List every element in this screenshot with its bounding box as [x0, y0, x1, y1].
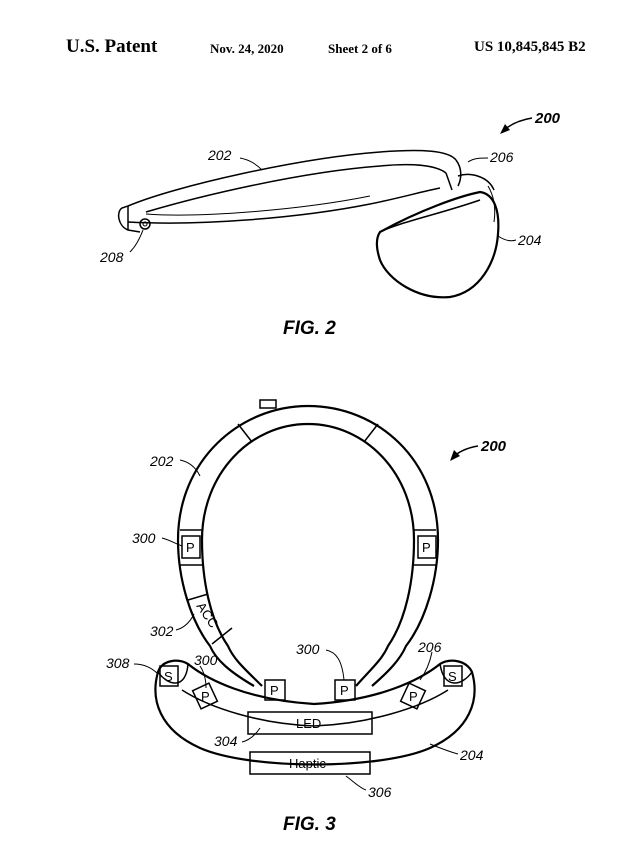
fig3-ref-300-center: 300: [296, 641, 320, 657]
p-label-center-right: P: [340, 683, 349, 698]
p-label-lower-right: P: [409, 689, 418, 704]
fig3-ref-204: 204: [459, 747, 484, 763]
p-label-center-left: P: [270, 683, 279, 698]
header-patent-number: US 10,845,845 B2: [474, 39, 586, 55]
fig3-ref-308: 308: [106, 655, 130, 671]
header-date: Nov. 24, 2020: [210, 41, 284, 56]
s-label-left: S: [164, 669, 173, 684]
fig3-caption: FIG. 3: [283, 814, 336, 835]
fig2-drawing: 202 206 204 208 200 FIG. 2: [99, 110, 561, 339]
led-label: LED: [296, 716, 321, 731]
fig2-ref-206: 206: [489, 149, 514, 165]
fig2-ref-208: 208: [99, 249, 124, 265]
haptic-label: Haptic: [289, 756, 326, 771]
s-label-right: S: [448, 669, 457, 684]
p-label-left: P: [186, 540, 195, 555]
fig3-ref-300-lower: 300: [194, 652, 218, 668]
fig2-caption: FIG. 2: [283, 318, 336, 339]
fig2-ref-200: 200: [534, 110, 561, 127]
fig3-ref-302: 302: [150, 623, 174, 639]
fig3-ref-300-left: 300: [132, 530, 156, 546]
fig3-ref-202: 202: [149, 453, 174, 469]
fig2-ref-204: 204: [517, 232, 542, 248]
fig3-ref-206: 206: [417, 639, 442, 655]
p-label-right: P: [422, 540, 431, 555]
p-label-lower-left: P: [201, 689, 210, 704]
fig3-ref-200: 200: [480, 438, 507, 455]
fig3-ref-304: 304: [214, 733, 238, 749]
header-sheet: Sheet 2 of 6: [328, 41, 392, 56]
fig3-ref-306: 306: [368, 784, 392, 800]
header-publication: U.S. Patent: [66, 36, 158, 57]
fig2-ref-202: 202: [207, 147, 232, 163]
fig3-drawing: P P ACC S S P P P P: [106, 399, 507, 835]
